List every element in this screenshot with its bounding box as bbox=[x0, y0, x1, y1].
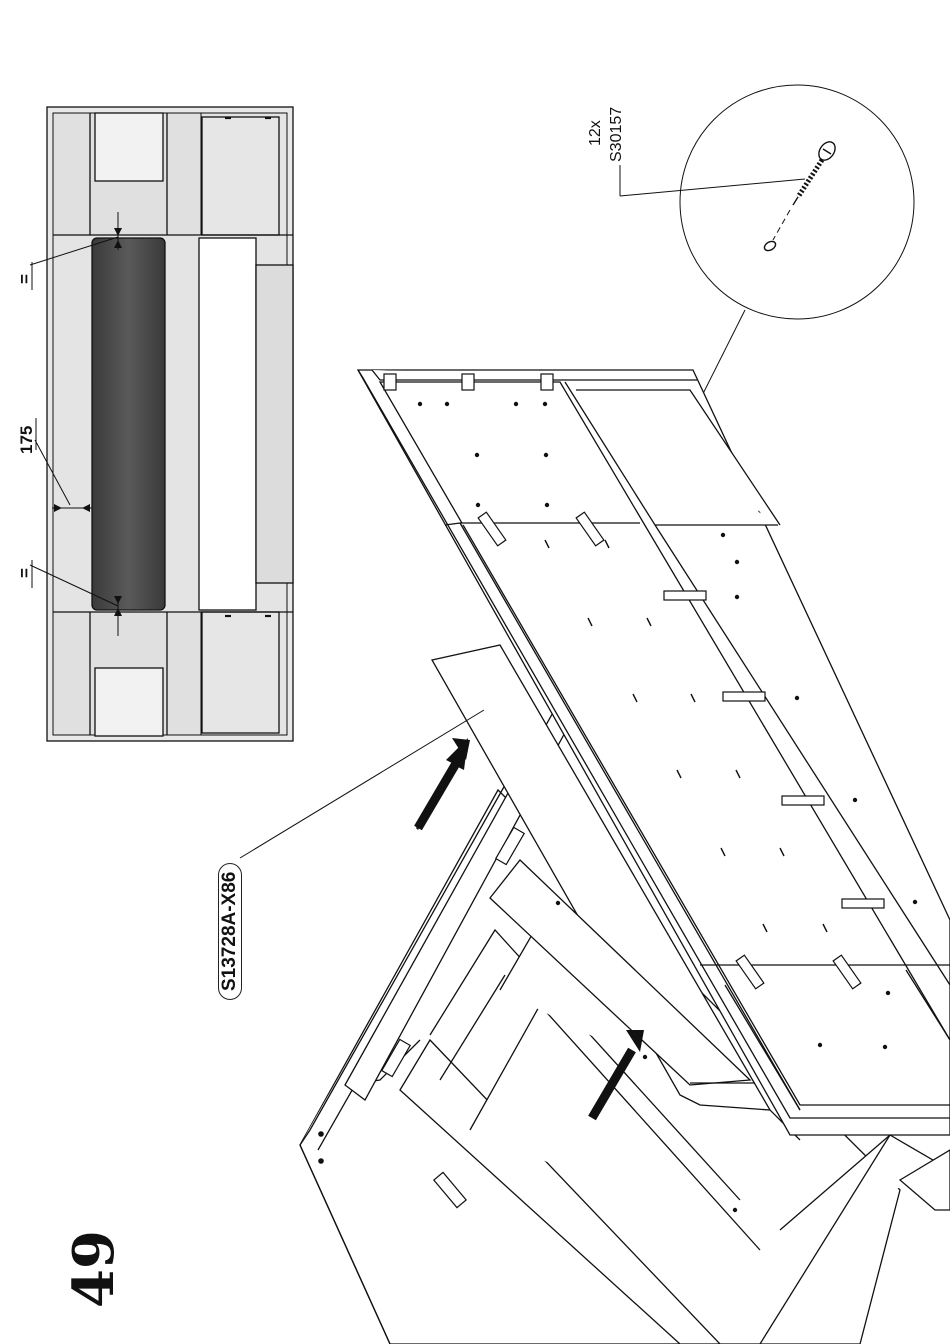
top-view-box-upper bbox=[95, 113, 163, 181]
top-view-drawer-upper bbox=[202, 117, 279, 235]
top-view bbox=[30, 107, 293, 741]
hardware-code: S30157 bbox=[608, 107, 626, 162]
equal-mark-right: = bbox=[16, 568, 34, 578]
hardware-quantity: 12x bbox=[587, 120, 605, 146]
part-label: S13728A-X86 bbox=[218, 863, 242, 1000]
screw-icon bbox=[763, 139, 839, 253]
equal-mark-left: = bbox=[16, 274, 34, 284]
step-number: 49 bbox=[66, 1230, 122, 1308]
top-view-box-lower bbox=[95, 668, 163, 736]
top-view-cushion bbox=[92, 238, 165, 610]
top-view-mattress-slot bbox=[199, 238, 256, 610]
top-view-drawer-lower bbox=[202, 612, 279, 733]
dimension-175: 175 bbox=[18, 426, 36, 454]
isometric-assembly bbox=[300, 370, 950, 1344]
